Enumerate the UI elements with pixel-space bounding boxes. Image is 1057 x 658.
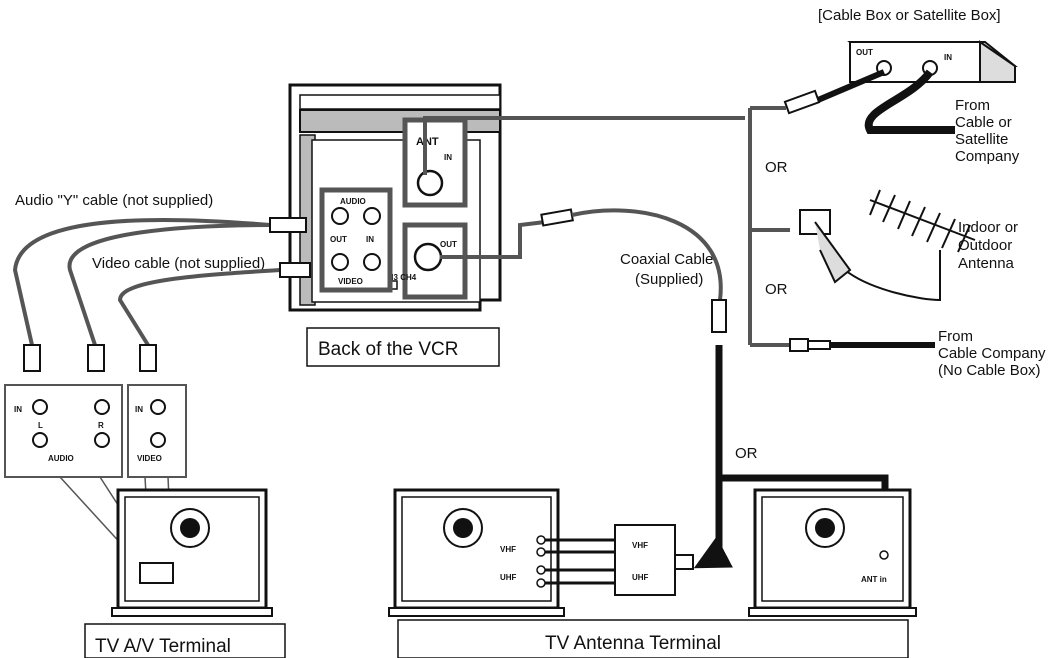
- uhf-label: UHF: [500, 573, 517, 582]
- ant-in-label: ANT in: [861, 575, 887, 584]
- vcr-caption: Back of the VCR: [318, 339, 458, 360]
- audio-plug: [269, 217, 307, 233]
- av-audio-panel: IN L R AUDIO: [4, 384, 123, 478]
- vcr-rf-out-jack: [413, 242, 443, 272]
- video-rca-plug: [139, 344, 157, 372]
- cable-company-plug: [789, 338, 809, 352]
- coaxial-label-line2: (Supplied): [635, 271, 703, 288]
- video-plug: [279, 262, 311, 278]
- or-label-3: OR: [735, 445, 758, 462]
- box-out-plug: [783, 89, 821, 115]
- vcr-ant-in-jack: [416, 169, 444, 197]
- video-cable-label: Video cable (not supplied): [92, 255, 265, 272]
- vcr-video-label: VIDEO: [338, 277, 363, 286]
- from-cable-company-line2: Cable Company: [938, 345, 1046, 362]
- vcr-ant-label: ANT: [416, 136, 439, 148]
- coaxial-cable: [571, 208, 723, 301]
- vcr-in-label: IN: [366, 235, 374, 244]
- tv-av: [111, 488, 273, 617]
- from-cable-satellite-line4: Company: [955, 148, 1020, 165]
- vcr-rf-out-label: OUT: [440, 240, 457, 249]
- tv-av-caption: TV A/V Terminal: [95, 636, 231, 657]
- coax-to-adapter: [693, 478, 733, 569]
- adapter-uhf-label: UHF: [632, 573, 649, 582]
- adapter-vhf-label: VHF: [632, 541, 648, 550]
- from-cable-satellite-line1: From: [955, 97, 990, 114]
- vcr-audio-label: AUDIO: [340, 197, 366, 206]
- tv-antenna-with-adapter: VHF UHF VHF UHF: [388, 488, 694, 617]
- antenna-label-line1: Indoor or: [958, 219, 1018, 236]
- coax-plug-bottom: [711, 299, 727, 333]
- av-r-label: R: [98, 421, 104, 430]
- vcr-ant-in-label: IN: [444, 153, 452, 162]
- coax-plug-top: [540, 208, 574, 227]
- box-out-cable: [816, 69, 886, 103]
- from-cable-satellite-line3: Satellite: [955, 131, 1008, 148]
- vhf-label: VHF: [500, 545, 516, 554]
- tv-antenna-caption: TV Antenna Terminal: [545, 633, 721, 654]
- av-in-label: IN: [14, 405, 22, 414]
- from-cable-satellite-line2: Cable or: [955, 114, 1012, 131]
- or-label-1: OR: [765, 159, 788, 176]
- audio-cable-label: Audio "Y" cable (not supplied): [15, 192, 213, 209]
- audio-l-plug: [23, 344, 41, 372]
- matching-transformer: [614, 524, 676, 596]
- av-video-in-label: IN: [135, 405, 143, 414]
- ant-in-jack: [879, 550, 889, 560]
- antenna-label-line3: Antenna: [958, 255, 1015, 272]
- av-video-label: VIDEO: [137, 454, 162, 463]
- av-l-label: L: [38, 421, 43, 430]
- cable-box-out-label: OUT: [856, 48, 873, 57]
- antenna-label-line2: Outdoor: [958, 237, 1012, 254]
- from-cable-company-line3: (No Cable Box): [938, 362, 1041, 379]
- cable-box-title: [Cable Box or Satellite Box]: [818, 7, 1001, 24]
- or-label-2: OR: [765, 281, 788, 298]
- vcr-caption-box: [306, 327, 500, 367]
- coaxial-label-line1: Coaxial Cable: [620, 251, 713, 268]
- av-audio-label: AUDIO: [48, 454, 74, 463]
- vcr-channel-label: CH3 CH4: [382, 273, 417, 282]
- cable-box-in-label: IN: [944, 53, 952, 62]
- vcr-out-label: OUT: [330, 235, 347, 244]
- audio-r-plug: [87, 344, 105, 372]
- vcr-ant-in-cable: [423, 116, 745, 175]
- vcr-back-panel: ANT IN OUT CH3 CH4 AUDIO OUT IN VIDEO: [288, 83, 502, 312]
- tv-antenna-direct: ANT in: [748, 488, 917, 617]
- antenna-icon: [844, 189, 976, 302]
- av-video-panel: IN VIDEO: [127, 384, 187, 478]
- from-cable-company-line1: From: [938, 328, 973, 345]
- incoming-cable: [864, 69, 955, 134]
